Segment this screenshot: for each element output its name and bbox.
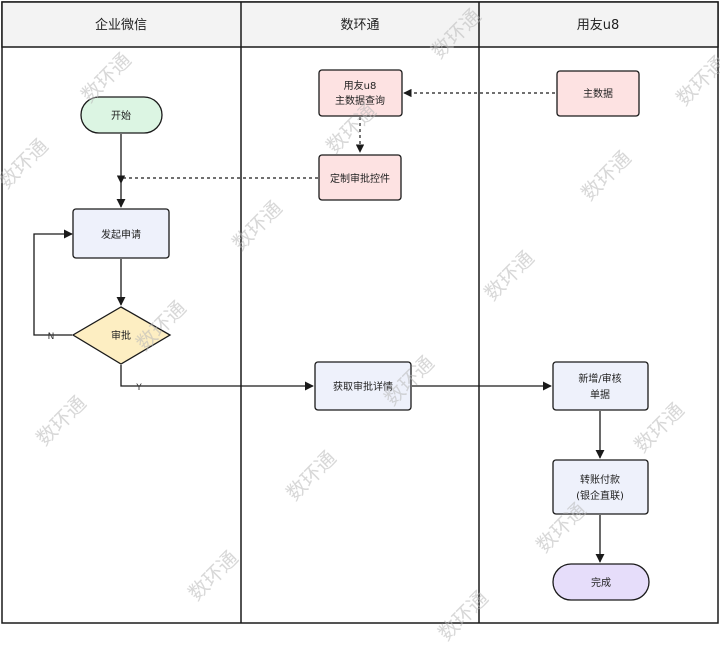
node-approve-decision	[71, 306, 172, 365]
edge-control-to-wecom	[116, 175, 318, 184]
edge-label-yes: Y	[135, 383, 142, 393]
lane-title-wecom: 企业微信	[95, 17, 147, 33]
node-master-data	[556, 70, 640, 117]
node-u8-query-line2: 主数据查询	[335, 94, 385, 107]
edge-approve-no-loop	[33, 229, 73, 336]
node-u8-query	[318, 69, 403, 117]
node-transfer-line2: (银企直联)	[576, 489, 624, 502]
node-initiate	[72, 208, 170, 259]
lane-header-bar	[1, 1, 719, 48]
node-start	[80, 96, 163, 134]
node-new-review-line2: 单据	[590, 388, 610, 401]
node-u8-query-line1: 用友u8	[344, 79, 377, 92]
node-new-review-line1: 新增/审核	[578, 372, 621, 385]
node-done	[552, 563, 650, 601]
lane-title-shuhuantong: 数环通	[340, 18, 379, 33]
node-start-label: 开始	[111, 109, 131, 122]
lane-title-yonyou: 用友u8	[577, 17, 620, 33]
node-get-details	[314, 361, 412, 411]
node-transfer-payment	[552, 459, 649, 515]
swimlane-flowchart: 企业微信 数环通 用友u8 N Y 开始 发起申请 审批 用友u8 主数据查询 …	[1, 1, 719, 624]
node-done-label: 完成	[591, 576, 611, 589]
node-approve-label: 审批	[111, 329, 131, 342]
node-initiate-label: 发起申请	[101, 228, 141, 241]
node-new-review	[552, 361, 649, 411]
node-custom-control-label: 定制审批控件	[330, 172, 390, 185]
edge-approve-yes	[120, 365, 314, 391]
edge-label-no: N	[48, 332, 55, 342]
node-master-data-label: 主数据	[583, 87, 613, 100]
node-get-details-label: 获取审批详情	[333, 380, 393, 393]
node-transfer-line1: 转账付款	[580, 473, 620, 486]
node-custom-control	[318, 154, 402, 201]
